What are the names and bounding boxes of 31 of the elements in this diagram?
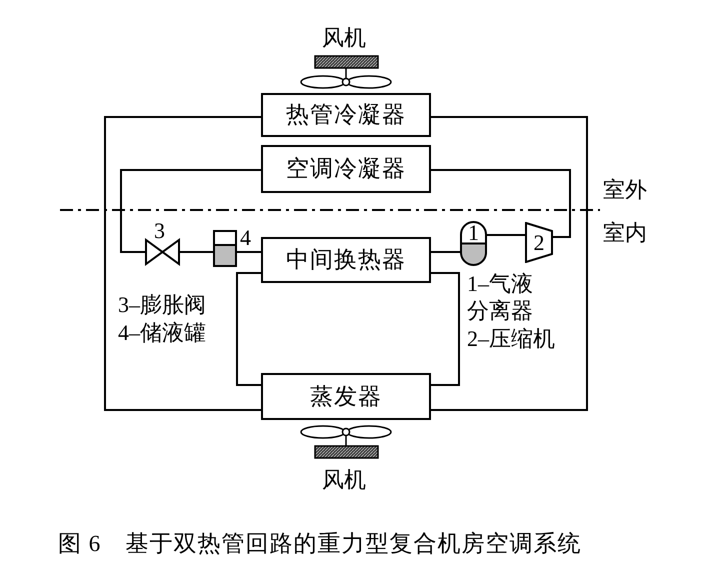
component-box	[261, 145, 431, 193]
callout-number: 4	[240, 227, 251, 249]
pipe-line	[431, 169, 571, 238]
component-label: 蒸发器	[310, 384, 382, 410]
pipe-line	[236, 272, 261, 386]
part-legend-text: 4–储液罐	[118, 319, 206, 346]
part-legend-text: 1–气液分离器	[467, 270, 534, 324]
fan-label: 风机	[322, 24, 366, 51]
pipe-line	[237, 251, 261, 253]
component-box	[261, 93, 431, 137]
callout-number: 3	[154, 220, 165, 242]
part-legend-text: 3–膨胀阀	[118, 291, 206, 318]
zone-label: 室外	[603, 176, 647, 203]
part-legend-text: 2–压缩机	[467, 325, 555, 352]
fan-label: 风机	[322, 466, 366, 493]
component-label: 热管冷凝器	[286, 102, 406, 128]
pipe-line	[431, 251, 460, 253]
component-box	[261, 373, 431, 420]
callout-number: 2	[534, 232, 544, 254]
pipe-line	[120, 169, 261, 253]
figure-caption: 图 6 基于双热管回路的重力型复合机房空调系统	[58, 530, 582, 557]
component-label: 空调冷凝器	[286, 156, 406, 182]
pipe-line	[487, 234, 525, 236]
pipe-line	[180, 251, 213, 253]
zone-label: 室内	[603, 219, 647, 246]
component-label: 中间换热器	[286, 247, 406, 273]
callout-number: 1	[468, 222, 479, 244]
pipe-line	[431, 116, 588, 411]
pipe-line	[104, 116, 261, 411]
pipe-line	[431, 272, 460, 386]
component-box	[261, 237, 431, 283]
